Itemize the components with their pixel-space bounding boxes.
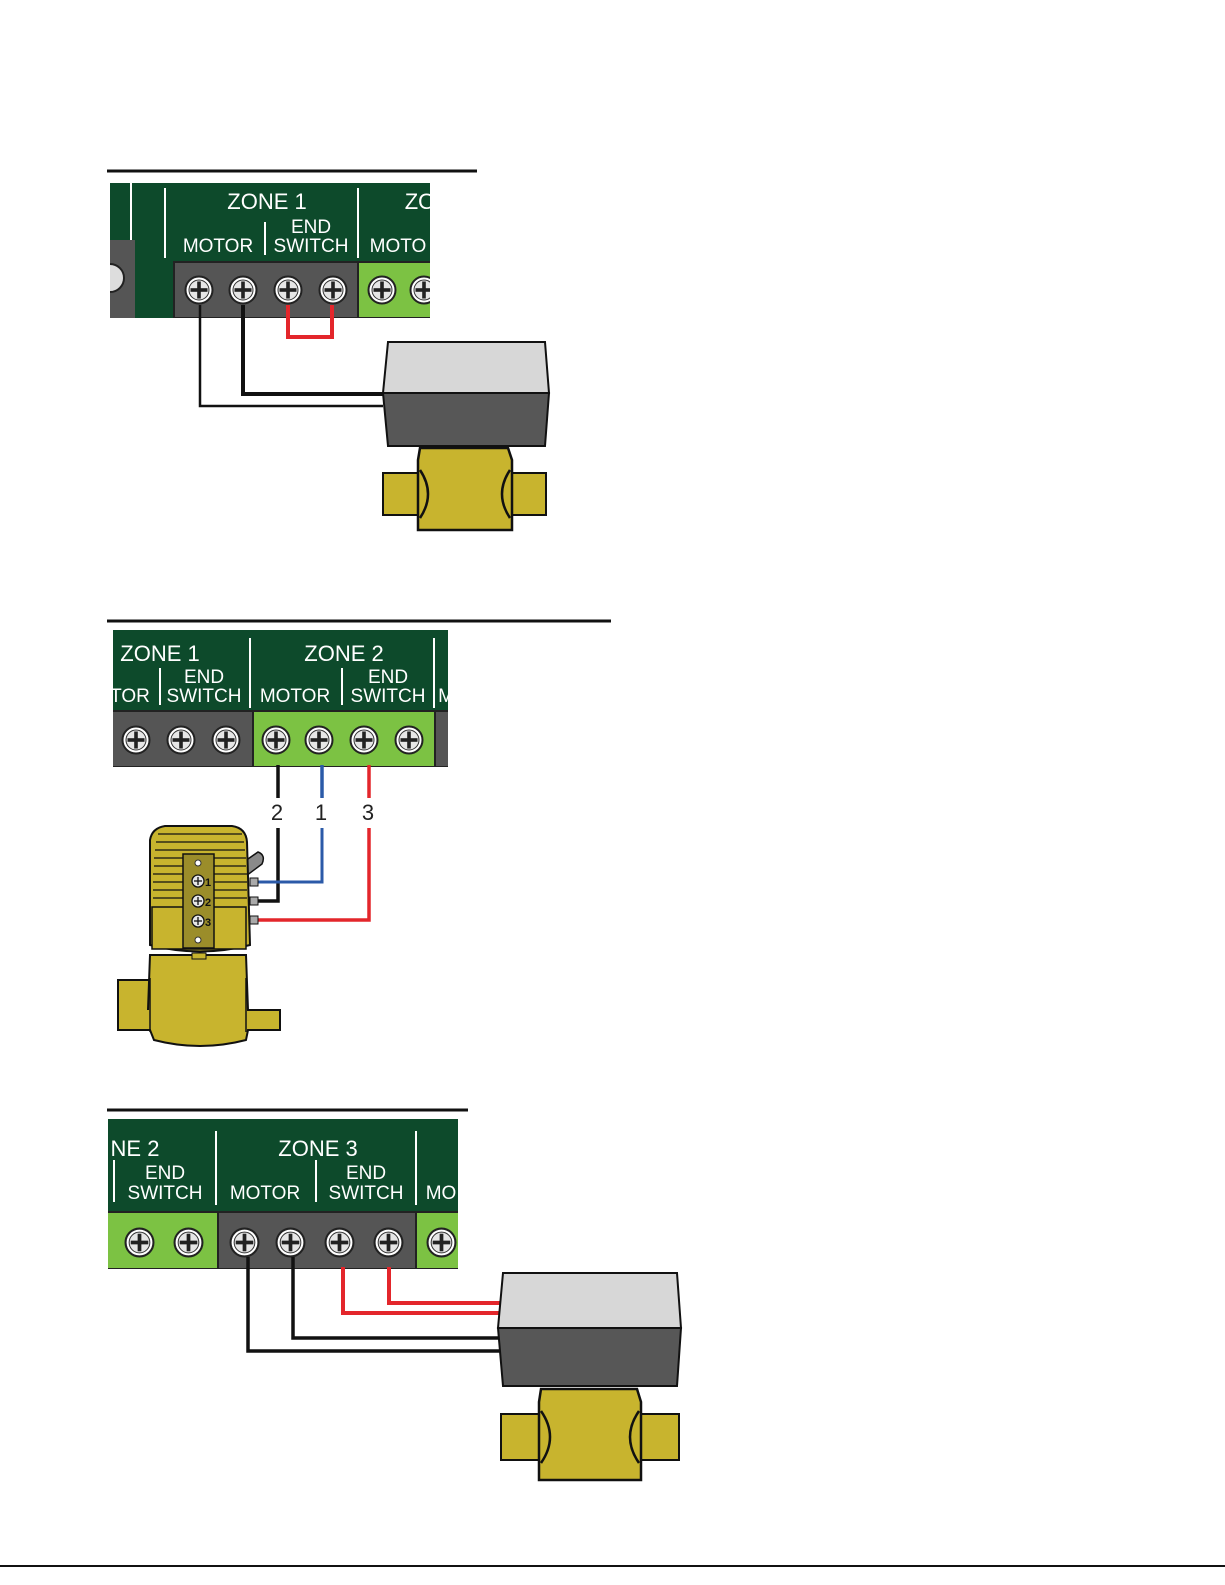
zone-valve-actuator-icon <box>498 1273 681 1480</box>
terminal-screw-icon <box>396 727 423 754</box>
prev-end-label: END <box>184 667 224 688</box>
wire-blue-1 <box>258 828 322 882</box>
prev-motor-partial: TOR <box>110 686 150 707</box>
prev-zone-partial: NE 2 <box>111 1136 160 1161</box>
diagram-2: ZONE 1 TOR END SWITCH ZONE 2 MOTOR END S… <box>105 621 611 1046</box>
valve-terminal-3: 3 <box>205 917 211 929</box>
zone3-title: ZONE 3 <box>278 1136 357 1161</box>
control-board-section-1: ZONE 1 MOTOR END SWITCH ZO MOTO <box>96 183 438 318</box>
switch-label: SWITCH <box>329 1183 404 1204</box>
terminal-screw-icon <box>126 1229 154 1257</box>
switch-label: SWITCH <box>274 236 349 257</box>
terminal-screw-icon <box>306 727 333 754</box>
valve-terminal-2: 2 <box>205 897 211 909</box>
terminal-screw-icon <box>186 277 213 304</box>
terminal-screw-icon <box>275 277 302 304</box>
next-motor-partial: M <box>438 686 454 707</box>
prev-switch-label: SWITCH <box>167 686 242 707</box>
zone2-title: ZONE 2 <box>304 641 383 666</box>
motor-wire-1 <box>200 305 383 406</box>
motor-label: MOTOR <box>260 686 330 707</box>
diagram-3: NE 2 END SWITCH ZONE 3 MOTOR END SWITCH … <box>100 1110 681 1480</box>
motor-wire-2 <box>293 1257 500 1338</box>
diagram-1: ZONE 1 MOTOR END SWITCH ZO MOTO <box>96 171 549 530</box>
next-motor-partial: MO <box>426 1183 457 1204</box>
prev-end-label: END <box>145 1163 185 1184</box>
control-board-section-3: NE 2 END SWITCH ZONE 3 MOTOR END SWITCH … <box>100 1119 466 1269</box>
next-zone-partial: ZO <box>405 189 436 214</box>
end-label: END <box>368 667 408 688</box>
motor-label: MOTOR <box>230 1183 300 1204</box>
end-label: END <box>291 217 331 238</box>
wire-number-2: 2 <box>271 800 283 825</box>
motor-label: MOTOR <box>183 236 253 257</box>
terminal-screw-icon <box>213 727 240 754</box>
terminal-screw-icon <box>175 1229 203 1257</box>
end-switch-wire-1 <box>343 1267 500 1313</box>
terminal-screw-icon <box>277 1229 305 1257</box>
wire-red-3 <box>258 828 369 920</box>
terminal-screw-icon <box>369 277 396 304</box>
prev-zone-title: ZONE 1 <box>120 641 199 666</box>
terminal-screw-icon <box>123 727 150 754</box>
terminal-screw-icon <box>168 727 195 754</box>
terminal-screw-icon <box>230 277 257 304</box>
end-label: END <box>346 1163 386 1184</box>
wire-number-1: 1 <box>315 800 327 825</box>
terminal-screw-icon <box>428 1229 456 1257</box>
terminal-screw-icon <box>326 1229 354 1257</box>
switch-label: SWITCH <box>351 686 426 707</box>
terminal-screw-icon <box>351 727 378 754</box>
taco-zone-valve-icon: 1 2 3 <box>118 826 280 1046</box>
zone1-title: ZONE 1 <box>227 189 306 214</box>
terminal-screw-icon <box>320 277 347 304</box>
wire-number-3: 3 <box>362 800 374 825</box>
terminal-screw-icon <box>231 1229 259 1257</box>
terminal-screw-icon <box>411 277 438 304</box>
zone-valve-actuator-icon <box>383 342 549 530</box>
control-board-section-2: ZONE 1 TOR END SWITCH ZONE 2 MOTOR END S… <box>105 630 465 767</box>
prev-switch-label: SWITCH <box>128 1183 203 1204</box>
next-motor-partial: MOTO <box>370 236 427 257</box>
end-switch-wire-2 <box>389 1267 500 1303</box>
motor-wire-2 <box>243 305 383 394</box>
terminal-screw-icon <box>375 1229 403 1257</box>
valve-terminal-1: 1 <box>205 877 211 889</box>
terminal-screw-icon <box>263 727 290 754</box>
